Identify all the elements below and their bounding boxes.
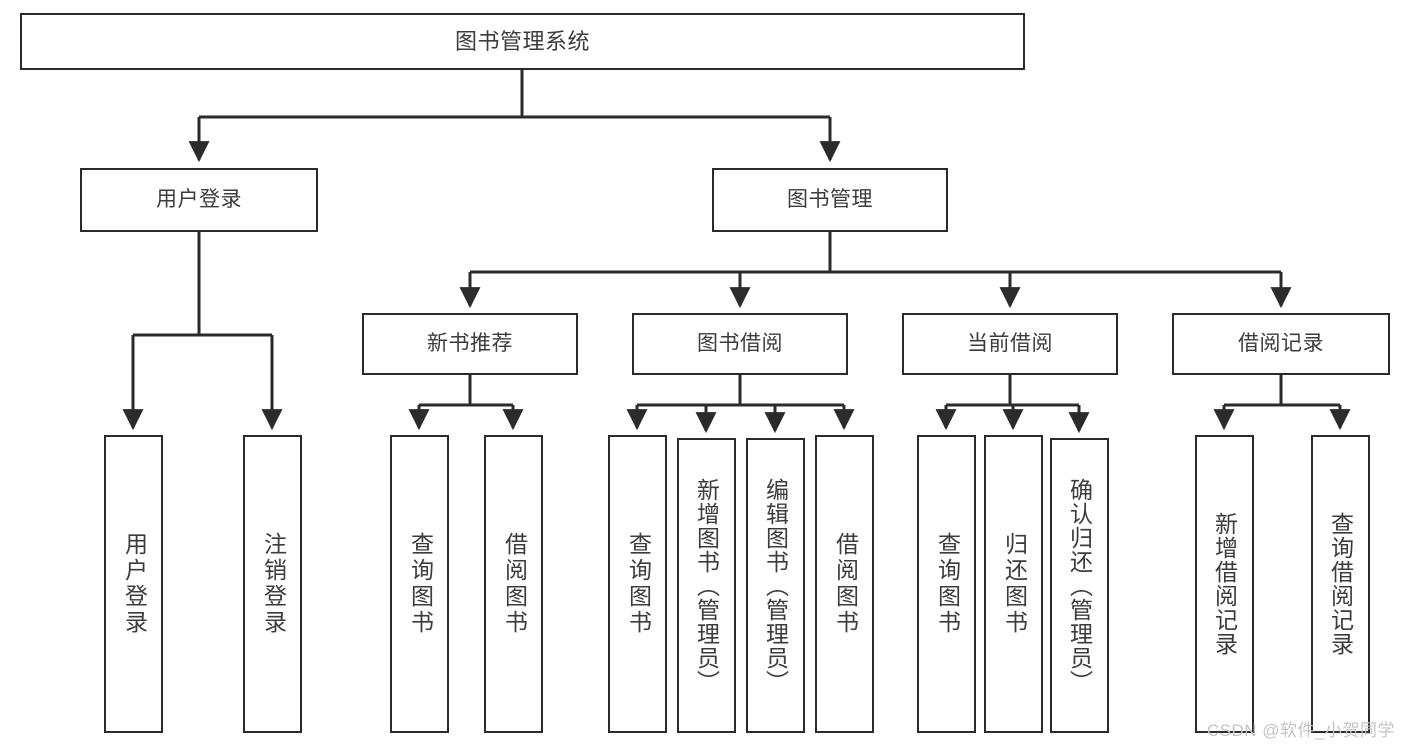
- leaf-confirm-return-admin-label: 确认归还（管理员）: [1066, 477, 1093, 694]
- leaf-borrow-book-borrow[interactable]: 借阅图书: [815, 435, 874, 733]
- leaf-return-book[interactable]: 归还图书: [984, 435, 1043, 733]
- node-current-borrow[interactable]: 当前借阅: [902, 313, 1118, 375]
- leaf-query-book-current-label: 查询图书: [934, 532, 961, 636]
- leaf-borrow-book-recommend[interactable]: 借阅图书: [484, 435, 543, 733]
- leaf-borrow-book-borrow-label: 借阅图书: [832, 532, 859, 636]
- leaf-confirm-return-admin[interactable]: 确认归还（管理员）: [1050, 438, 1109, 733]
- leaf-query-book-borrow[interactable]: 查询图书: [608, 435, 667, 733]
- leaf-query-borrow-record-label: 查询借阅记录: [1327, 512, 1354, 656]
- leaf-user-login-label: 用户登录: [121, 532, 148, 636]
- leaf-query-borrow-record[interactable]: 查询借阅记录: [1311, 435, 1370, 733]
- leaf-add-borrow-record-label: 新增借阅记录: [1211, 512, 1238, 656]
- leaf-return-book-label: 归还图书: [1001, 532, 1028, 636]
- leaf-borrow-book-recommend-label: 借阅图书: [501, 532, 528, 636]
- watermark: CSDN @软件_小贺同学: [1206, 721, 1395, 740]
- node-book-management[interactable]: 图书管理: [712, 168, 948, 232]
- leaf-logout-label: 注销登录: [260, 532, 287, 636]
- node-book-borrow-label: 图书借阅: [697, 331, 783, 355]
- leaf-logout[interactable]: 注销登录: [243, 435, 302, 733]
- leaf-query-book-current[interactable]: 查询图书: [917, 435, 976, 733]
- node-root-label: 图书管理系统: [454, 28, 590, 54]
- node-current-borrow-label: 当前借阅: [967, 331, 1053, 355]
- node-book-borrow[interactable]: 图书借阅: [632, 313, 848, 375]
- node-book-management-label: 图书管理: [787, 187, 873, 211]
- leaf-add-book-admin-label: 新增图书（管理员）: [693, 477, 720, 694]
- leaf-query-book-borrow-label: 查询图书: [625, 532, 652, 636]
- leaf-add-book-admin[interactable]: 新增图书（管理员）: [677, 438, 736, 733]
- node-borrow-record[interactable]: 借阅记录: [1172, 313, 1390, 375]
- node-root[interactable]: 图书管理系统: [20, 13, 1025, 70]
- leaf-add-borrow-record[interactable]: 新增借阅记录: [1195, 435, 1254, 733]
- leaf-query-book-recommend[interactable]: 查询图书: [390, 435, 449, 733]
- node-user-login[interactable]: 用户登录: [80, 168, 318, 232]
- node-new-book-recommend[interactable]: 新书推荐: [362, 313, 578, 375]
- leaf-user-login[interactable]: 用户登录: [104, 435, 163, 733]
- node-new-book-recommend-label: 新书推荐: [427, 331, 513, 355]
- leaf-edit-book-admin-label: 编辑图书（管理员）: [762, 477, 789, 694]
- leaf-edit-book-admin[interactable]: 编辑图书（管理员）: [746, 438, 805, 733]
- node-borrow-record-label: 借阅记录: [1238, 331, 1324, 355]
- node-user-login-label: 用户登录: [156, 187, 242, 211]
- leaf-query-book-recommend-label: 查询图书: [407, 532, 434, 636]
